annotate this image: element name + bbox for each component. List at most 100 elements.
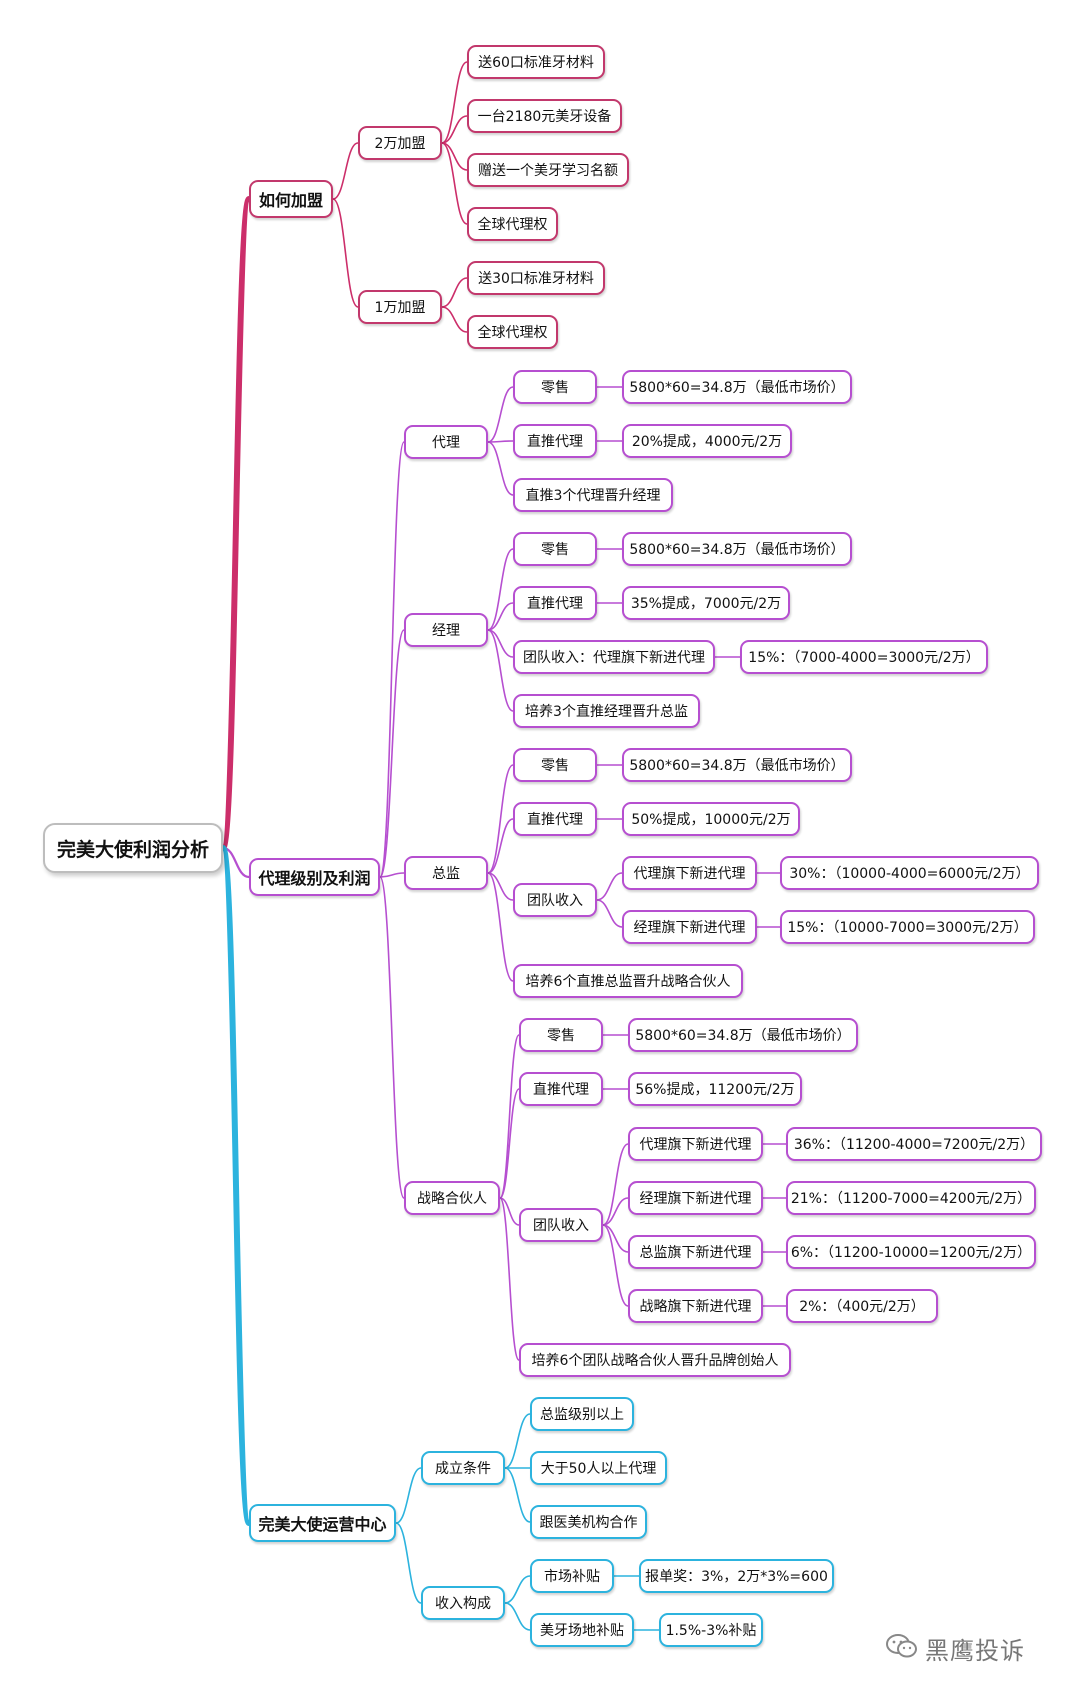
connector-58 [504,1602,531,1631]
connector-50 [499,1197,520,1361]
level-partner: 战略合伙人 [404,1181,500,1215]
condition-3: 跟医美机构合作 [530,1505,647,1539]
partner-team-item-4: 战略旗下新进代理 [628,1289,763,1323]
partner-team-value-3: 6%：（11200-10000=1200元/2万） [786,1235,1036,1269]
connector-31 [487,872,514,901]
agent-retail-value: 5800*60=34.8万（最低市场价） [622,370,852,404]
manager-direct: 直推代理 [513,586,597,620]
connector-52 [395,1522,422,1604]
income-market-subsidy: 市场补贴 [530,1559,614,1593]
manager-retail-value: 5800*60=34.8万（最低市场价） [622,532,852,566]
partner-team-value-4: 2%：（400元/2万） [786,1289,938,1323]
manager-promote: 培养3个直推经理晋升总监 [513,694,700,728]
partner-team-value-1: 36%：（11200-4000=7200元/2万） [786,1127,1042,1161]
manager-team-income: 团队收入：代理旗下新进代理 [513,640,715,674]
connector-15 [487,386,514,443]
tier-20k-join: 2万加盟 [358,126,442,160]
connector-27 [487,764,514,874]
director-team-value-2: 15%：（10000-7000=3000元/2万） [780,910,1035,944]
root-node: 完美大使利润分析 [43,823,223,873]
director-direct: 直推代理 [513,802,597,836]
connector-13 [379,872,405,878]
connector-8 [441,142,468,225]
branch-how-to-join: 如何加盟 [249,180,333,218]
connector-37 [499,1034,520,1199]
connector-32 [596,872,623,901]
manager-team-value: 15%：（7000-4000=3000元/2万） [740,640,988,674]
director-retail: 零售 [513,748,597,782]
director-team-income: 团队收入 [513,883,597,917]
director-direct-value: 50%提成，10000元/2万 [622,802,800,836]
partner-retail: 零售 [519,1018,603,1052]
agent-direct-value: 20%提成，4000元/2万 [622,424,792,458]
tier-20k-item-3: 赠送一个美牙学习名额 [467,153,629,187]
partner-retail-value: 5800*60=34.8万（最低市场价） [628,1018,858,1052]
tier-10k-join: 1万加盟 [358,290,442,324]
connector-3 [332,142,359,200]
connector-22 [487,602,514,631]
connector-34 [596,899,623,928]
partner-direct: 直推代理 [519,1072,603,1106]
tier-10k-item-2: 全球代理权 [467,315,558,349]
partner-direct-value: 56%提成，11200元/2万 [628,1072,802,1106]
level-manager: 经理 [404,613,488,647]
agent-retail: 零售 [513,370,597,404]
level-director: 总监 [404,856,488,890]
director-promote: 培养6个直推总监晋升战略合伙人 [513,964,743,998]
agent-direct: 直推代理 [513,424,597,458]
watermark: 黑鹰投诉 [885,1628,1025,1668]
connector-6 [441,115,468,144]
center-income: 收入构成 [421,1586,505,1620]
connector-14 [379,876,405,1199]
partner-team-income: 团队收入 [519,1208,603,1242]
tier-10k-item-1: 送30口标准牙材料 [467,261,605,295]
connector-11 [379,441,405,878]
connector-41 [499,1197,520,1226]
connector-19 [487,441,514,496]
center-conditions: 成立条件 [421,1451,505,1485]
partner-team-value-2: 21%：（11200-7000=4200元/2万） [786,1181,1036,1215]
connector-20 [487,548,514,631]
branch-operation-center: 完美大使运营中心 [249,1504,396,1542]
connector-9 [441,277,468,308]
connector-56 [504,1575,531,1604]
connector-2 [220,845,252,1526]
connector-5 [441,61,468,144]
manager-retail: 零售 [513,532,597,566]
connector-4 [332,198,359,308]
tier-20k-item-4: 全球代理权 [467,207,558,241]
connector-42 [602,1143,629,1226]
connector-44 [602,1197,629,1226]
connector-55 [504,1467,531,1523]
income-market-subsidy-value: 报单奖：3%，2万*3%=600 [639,1559,834,1593]
wechat-icon [885,1632,919,1664]
agent-promote: 直推3个代理晋升经理 [513,478,673,512]
connector-29 [487,818,514,874]
connector-53 [504,1413,531,1469]
branch-levels-profit: 代理级别及利润 [249,858,380,896]
tier-20k-item-2: 一台2180元美牙设备 [467,99,622,133]
income-venue-subsidy: 美牙场地补贴 [530,1613,634,1647]
director-team-value-1: 30%：（10000-4000=6000元/2万） [780,856,1039,890]
connector-51 [395,1467,422,1524]
partner-promote: 培养6个团队战略合伙人晋升品牌创始人 [519,1343,791,1377]
income-venue-subsidy-value: 1.5%-3%补贴 [659,1613,763,1647]
connector-10 [441,306,468,333]
partner-team-item-1: 代理旗下新进代理 [628,1127,763,1161]
manager-direct-value: 35%提成，7000元/2万 [622,586,790,620]
connector-12 [379,629,405,878]
connector-0 [220,196,252,851]
director-retail-value: 5800*60=34.8万（最低市场价） [622,748,852,782]
connector-17 [487,440,514,443]
condition-1: 总监级别以上 [530,1397,634,1431]
director-team-item-2: 经理旗下新进代理 [622,910,757,944]
tier-20k-item-1: 送60口标准牙材料 [467,45,605,79]
connector-36 [487,872,514,982]
condition-2: 大于50人以上代理 [530,1451,667,1485]
partner-team-item-3: 总监旗下新进代理 [628,1235,763,1269]
level-agent: 代理 [404,425,488,459]
partner-team-item-2: 经理旗下新进代理 [628,1181,763,1215]
connector-48 [602,1224,629,1307]
watermark-text: 黑鹰投诉 [925,1636,1025,1665]
